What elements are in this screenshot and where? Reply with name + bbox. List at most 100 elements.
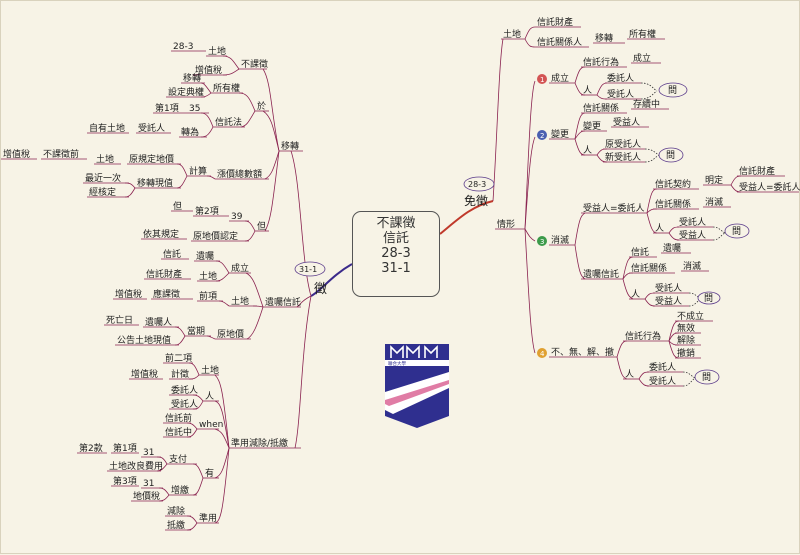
number-2-icon — [537, 130, 547, 140]
node-r-change: 變更 — [551, 128, 569, 140]
center-line-3: 28-3 — [381, 246, 411, 261]
node-taxable: 應課徵 — [153, 288, 180, 300]
node-r-q3: 問 — [732, 226, 741, 237]
node-established: 成立 — [231, 262, 249, 274]
node-item3: 第1項 — [113, 442, 137, 454]
node-r-established: 成立 — [551, 72, 569, 84]
node-r-extinct2: 消滅 — [705, 196, 723, 208]
svg-text:1: 1 — [540, 76, 544, 84]
question-bubble — [694, 369, 720, 385]
number-4-icon — [537, 348, 547, 358]
node-r-new-ben: 新受託人 — [605, 151, 641, 163]
badge-31-1 — [294, 261, 326, 277]
number-3-icon — [537, 236, 547, 246]
node-prev2: 前二項 — [165, 352, 192, 364]
node-r-extinct3: 消滅 — [683, 260, 701, 272]
node-vat2: 增值稅 — [3, 148, 30, 160]
node-beneficiary2: 受託人 — [171, 398, 198, 410]
node-by-rule: 依其規定 — [143, 228, 179, 240]
node-calc-tax: 計徵 — [171, 368, 189, 380]
svg-text:4: 4 — [540, 350, 545, 358]
center-line-2: 信託 — [382, 231, 409, 246]
node-landval-tax: 地價稅 — [133, 490, 160, 502]
node-vat3: 增值稅 — [115, 288, 142, 300]
node-r-same: 受益人=委託人 — [583, 202, 645, 214]
node-improve: 土地改良費用 — [109, 460, 163, 472]
question-bubble — [658, 82, 688, 98]
node-total: 漲價總數額 — [217, 168, 262, 180]
node-r-not-est: 不成立 — [677, 310, 704, 322]
node-deduct: 增繳 — [171, 484, 189, 496]
node-self-land: 自有土地 — [89, 122, 125, 134]
node-r-trust-rel2: 信託關係 — [583, 102, 619, 114]
node-but: 但 — [173, 200, 182, 212]
node-r-person2: 人 — [583, 145, 592, 156]
node-r-trust-rel3: 信託關係 — [655, 198, 691, 210]
node-r-land: 土地 — [503, 28, 521, 40]
node-r-q1: 問 — [668, 85, 677, 96]
node-r-trust-rel: 信託關係人 — [537, 36, 582, 48]
node-land2: 土地 — [96, 153, 114, 165]
node-r-beneficiary1: 受託人 — [607, 88, 634, 100]
node-r-extinct: 消滅 — [551, 234, 569, 246]
node-r-ben-eq: 受益人=委託人 — [739, 181, 800, 193]
node-when-en: when — [199, 420, 223, 430]
node-sec2: 第2款 — [79, 442, 103, 454]
node-r-change2: 變更 — [583, 120, 601, 132]
node-31b: 31 — [143, 479, 154, 489]
node-r-revoke: 撤銷 — [677, 347, 695, 359]
badge-28-3 — [463, 176, 495, 192]
node-r-ben5: 受託人 — [655, 282, 682, 294]
node-calc: 計算 — [189, 165, 207, 177]
node-r-settlor1: 委託人 — [607, 72, 634, 84]
node-vat4: 增值稅 — [131, 368, 158, 380]
node-land3: 土地 — [199, 270, 217, 282]
connector — [290, 150, 312, 297]
node-recent: 最近一次 — [85, 172, 121, 184]
node-r-trust-act: 信託行為 — [583, 56, 619, 68]
node-r-circ: 情形 — [497, 218, 515, 230]
node-r-settlor5: 委託人 — [649, 361, 676, 373]
node-r-ben7: 受託人 — [649, 375, 676, 387]
node-31a: 31 — [143, 448, 154, 458]
node-r-ben4: 受益人 — [679, 229, 706, 241]
node-have: 有 — [205, 467, 214, 479]
node-r-specify: 明定 — [705, 174, 723, 186]
node-r-orig-ben: 原受託人 — [605, 138, 641, 150]
node-trust-before: 信託前 — [165, 412, 192, 424]
svg-text:3: 3 — [540, 238, 544, 246]
node-setmort: 設定典權 — [168, 86, 204, 98]
node-at: 於 — [257, 100, 266, 112]
node-convert: 轉為 — [181, 126, 199, 138]
node-land: 土地 — [208, 45, 226, 57]
node-35: 35 — [189, 104, 200, 114]
node-notax-before: 不課徵前 — [43, 148, 79, 160]
node-r-will: 遺囑 — [663, 242, 681, 254]
node-will: 遺囑 — [196, 250, 214, 262]
node-r-trust-prop: 信託財產 — [537, 16, 573, 28]
node-item1: 第1項 — [155, 102, 179, 114]
node-offset: 抵繳 — [167, 519, 185, 531]
node-r-establish2: 成立 — [633, 52, 651, 64]
trunk-left — [310, 263, 353, 297]
node-trust1: 信託 — [163, 248, 181, 260]
node-r-trust-act2: 信託行為 — [625, 330, 661, 342]
node-levy: 徵 — [314, 282, 327, 297]
badge-28-3-text: 28-3 — [468, 180, 486, 189]
node-apply-deduct: 準用減除/抵繳 — [231, 437, 288, 449]
node-orig-price: 原規定地價 — [129, 153, 174, 165]
node-testator: 遺囑人 — [145, 316, 172, 328]
node-r-exist: 存續中 — [633, 98, 660, 110]
node-r-person5: 人 — [625, 369, 634, 380]
node-land4: 土地 — [231, 295, 249, 307]
node-notax: 不課徵 — [241, 58, 268, 70]
node-r-dissolve: 解除 — [677, 334, 695, 346]
node-trust-prop: 信託財產 — [146, 268, 182, 280]
node-r-invalid: 無效 — [677, 322, 695, 334]
node-beneficiary: 受託人 — [138, 122, 165, 134]
question-bubble — [697, 291, 721, 305]
central-topic[interactable]: 不課徵 信託 28-3 31-1 — [352, 211, 440, 297]
node-trust-mid: 信託中 — [165, 426, 192, 438]
node-r-q2: 問 — [666, 150, 675, 161]
